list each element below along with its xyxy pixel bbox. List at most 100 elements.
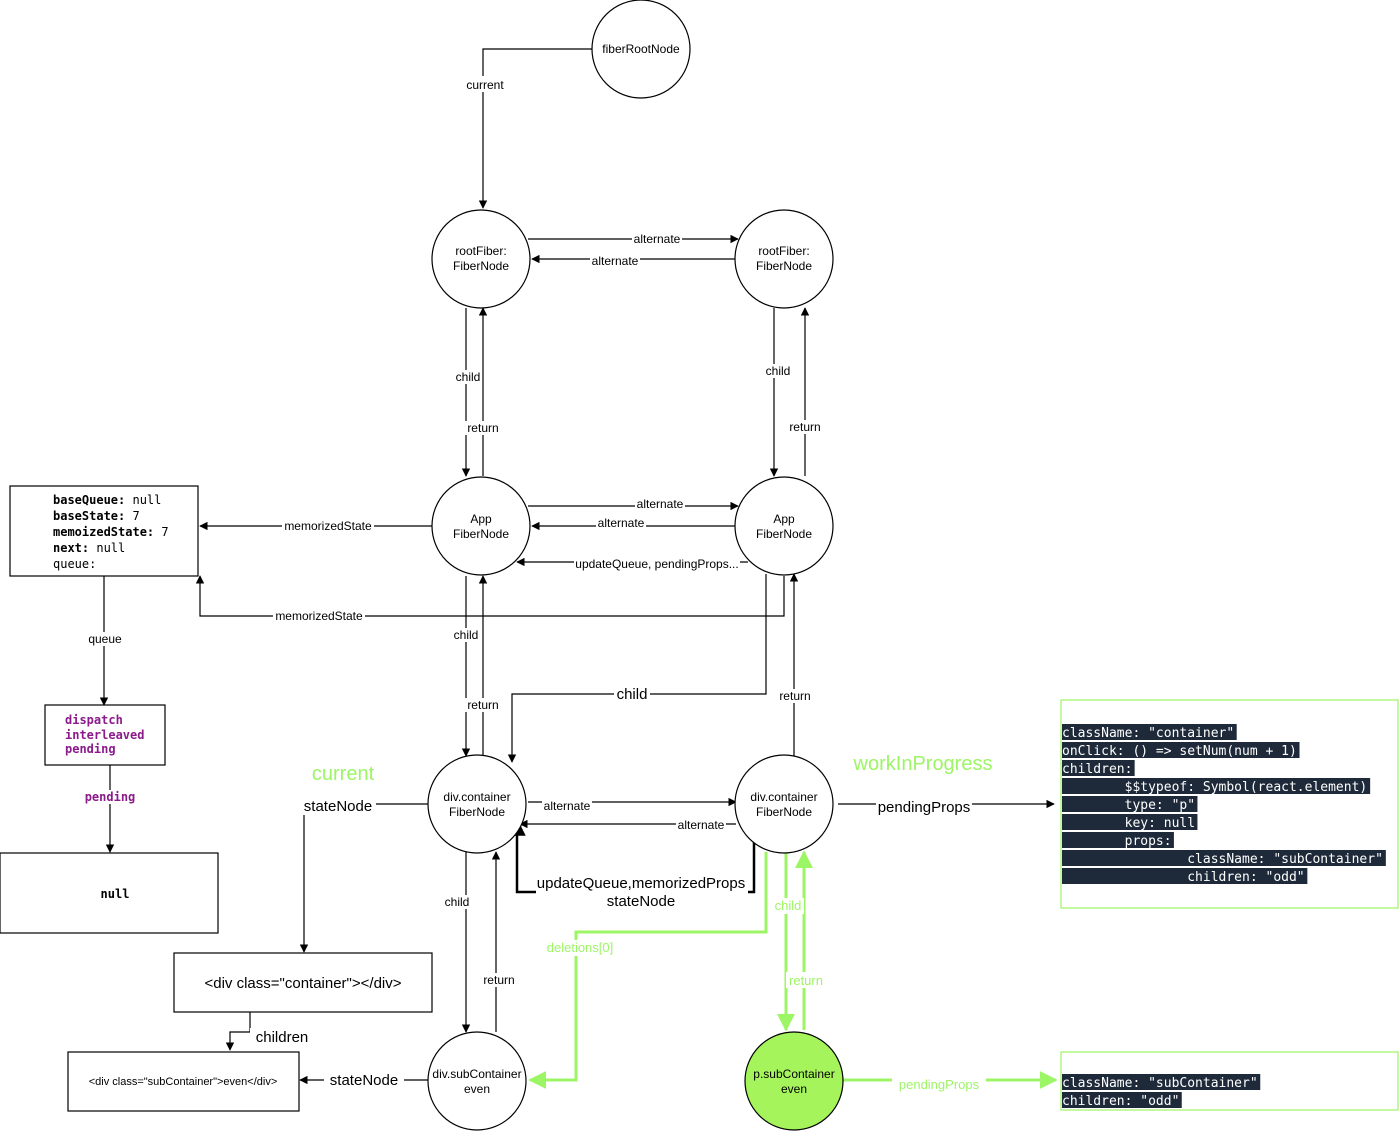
code-line-bg	[1062, 868, 1308, 884]
hook-queue: queue:	[53, 557, 96, 571]
label-p-return: return	[789, 973, 823, 988]
node-root-current-label-1: rootFiber:	[455, 244, 506, 258]
queue-pending: pending	[65, 742, 116, 756]
hook-base-state: baseState: 7	[53, 509, 140, 523]
node-app-wip-label-2: FiberNode	[756, 527, 812, 541]
code-line: className: "subContainer"	[1062, 1076, 1258, 1091]
code-line-bg	[1062, 760, 1135, 776]
code-line: onClick: () => setNum(num + 1)	[1062, 744, 1297, 759]
code-line-bg	[1062, 724, 1237, 740]
label-div-alternate-1: alternate	[544, 799, 591, 813]
node-div-current	[427, 754, 527, 854]
code-line: children:	[1062, 762, 1132, 777]
code-line: children: "odd"	[1062, 1094, 1179, 1109]
label-app-alternate-1: alternate	[637, 497, 684, 511]
hook-box	[9, 485, 199, 577]
label-app-child-left: child	[454, 628, 479, 642]
label-div-return-left: return	[483, 973, 514, 987]
props-sub-lines: className: "subContainer" children: "odd"	[1062, 1074, 1261, 1109]
node-root-current-label-2: FiberNode	[453, 259, 509, 273]
hook-memoized-state: memoizedState: 7	[53, 525, 169, 539]
label-app-update-queue: updateQueue, pendingProps...	[575, 557, 738, 571]
edge-app-child-cross	[507, 574, 767, 763]
node-app-wip	[734, 476, 834, 576]
code-line: className: "container"	[1062, 726, 1234, 741]
node-p-wip-label-1: p.subContainer	[753, 1067, 834, 1081]
label-div-update-queue-1: updateQueue,memorizedProps	[537, 875, 745, 892]
label-div-alternate-2: alternate	[678, 818, 725, 832]
code-line-bg	[1062, 1074, 1261, 1090]
code-line: children: "odd"	[1062, 870, 1305, 885]
code-line-bg	[1062, 832, 1174, 848]
label-app-child-cross: child	[617, 686, 648, 703]
node-p-wip-label-2: even	[781, 1082, 807, 1096]
edge-dom-children	[225, 1012, 251, 1051]
edge-div-state-node	[299, 803, 428, 953]
queue-box	[44, 704, 166, 766]
node-root-current	[431, 209, 531, 309]
title-current: current	[312, 763, 375, 785]
props-container-lines: className: "container" onClick: () => set…	[1062, 724, 1386, 885]
label-app-alternate-2: alternate	[598, 516, 645, 530]
label-p-child: child	[775, 898, 802, 913]
code-line: type: "p"	[1062, 798, 1195, 813]
node-div-wip-label-2: FiberNode	[756, 805, 812, 819]
label-queue: queue	[88, 632, 122, 646]
label-root-child-left: child	[456, 370, 481, 384]
node-app-current-label-2: FiberNode	[453, 527, 509, 541]
label-app-return-left: return	[467, 698, 498, 712]
code-line: key: null	[1062, 816, 1195, 831]
code-line-bg	[1062, 850, 1386, 866]
node-app-wip-label-1: App	[773, 512, 795, 526]
label-div-pending-props: pendingProps	[878, 799, 971, 816]
node-root-wip-label-2: FiberNode	[756, 259, 812, 273]
node-div-wip-label-1: div.container	[750, 790, 817, 804]
label-div-return-right: return	[779, 689, 810, 703]
node-div-current-label-1: div.container	[443, 790, 510, 804]
null-box	[0, 852, 219, 934]
node-root-wip-label-1: rootFiber:	[758, 244, 809, 258]
null-value: null	[101, 887, 130, 901]
hook-next: next: null	[53, 541, 125, 555]
label-root-child-right: child	[766, 364, 791, 378]
code-line: className: "subContainer"	[1062, 852, 1383, 867]
edge-current	[478, 48, 592, 209]
code-line-bg	[1062, 796, 1198, 812]
node-sub-current-label-2: even	[464, 1082, 490, 1096]
dom-sub-container-text: <div class="subContainer">even</div>	[89, 1076, 278, 1088]
code-line-bg	[1062, 778, 1371, 794]
label-current: current	[466, 78, 504, 92]
label-pending: pending	[85, 790, 136, 804]
label-root-return-left: return	[467, 421, 498, 435]
queue-dispatch: dispatch	[65, 713, 123, 727]
node-div-current-label-2: FiberNode	[449, 805, 505, 819]
label-root-alternate-2: alternate	[592, 254, 639, 268]
label-memorized-state-1: memorizedState	[284, 519, 372, 533]
code-line-bg	[1062, 1092, 1182, 1108]
node-fiber-root-label: fiberRootNode	[602, 42, 680, 56]
label-dom-children: children	[256, 1029, 309, 1046]
label-div-update-queue-2: stateNode	[607, 893, 675, 910]
queue-interleaved: interleaved	[65, 728, 144, 742]
label-div-state-node: stateNode	[304, 798, 372, 815]
node-sub-current	[427, 1031, 527, 1131]
node-app-current	[431, 476, 531, 576]
label-memorized-state-2: memorizedState	[275, 609, 363, 623]
dom-container-text: <div class="container"></div>	[204, 975, 401, 992]
code-line-bg	[1062, 742, 1300, 758]
edge-deletions	[528, 852, 768, 1089]
label-root-return-right: return	[789, 420, 820, 434]
node-p-wip	[744, 1031, 844, 1131]
node-app-current-label-1: App	[470, 512, 492, 526]
label-deletions: deletions[0]	[547, 940, 614, 955]
dom-container-box	[173, 952, 433, 1013]
code-line: $$typeof: Symbol(react.element)	[1062, 780, 1367, 795]
node-fiber-root	[591, 0, 691, 99]
node-div-wip	[734, 754, 834, 854]
label-root-alternate-1: alternate	[634, 232, 681, 246]
label-p-pending-props: pendingProps	[899, 1077, 980, 1092]
edge-memorized-state-wip	[195, 575, 785, 617]
code-line-bg	[1062, 814, 1198, 830]
label-sub-state-node: stateNode	[330, 1072, 398, 1089]
